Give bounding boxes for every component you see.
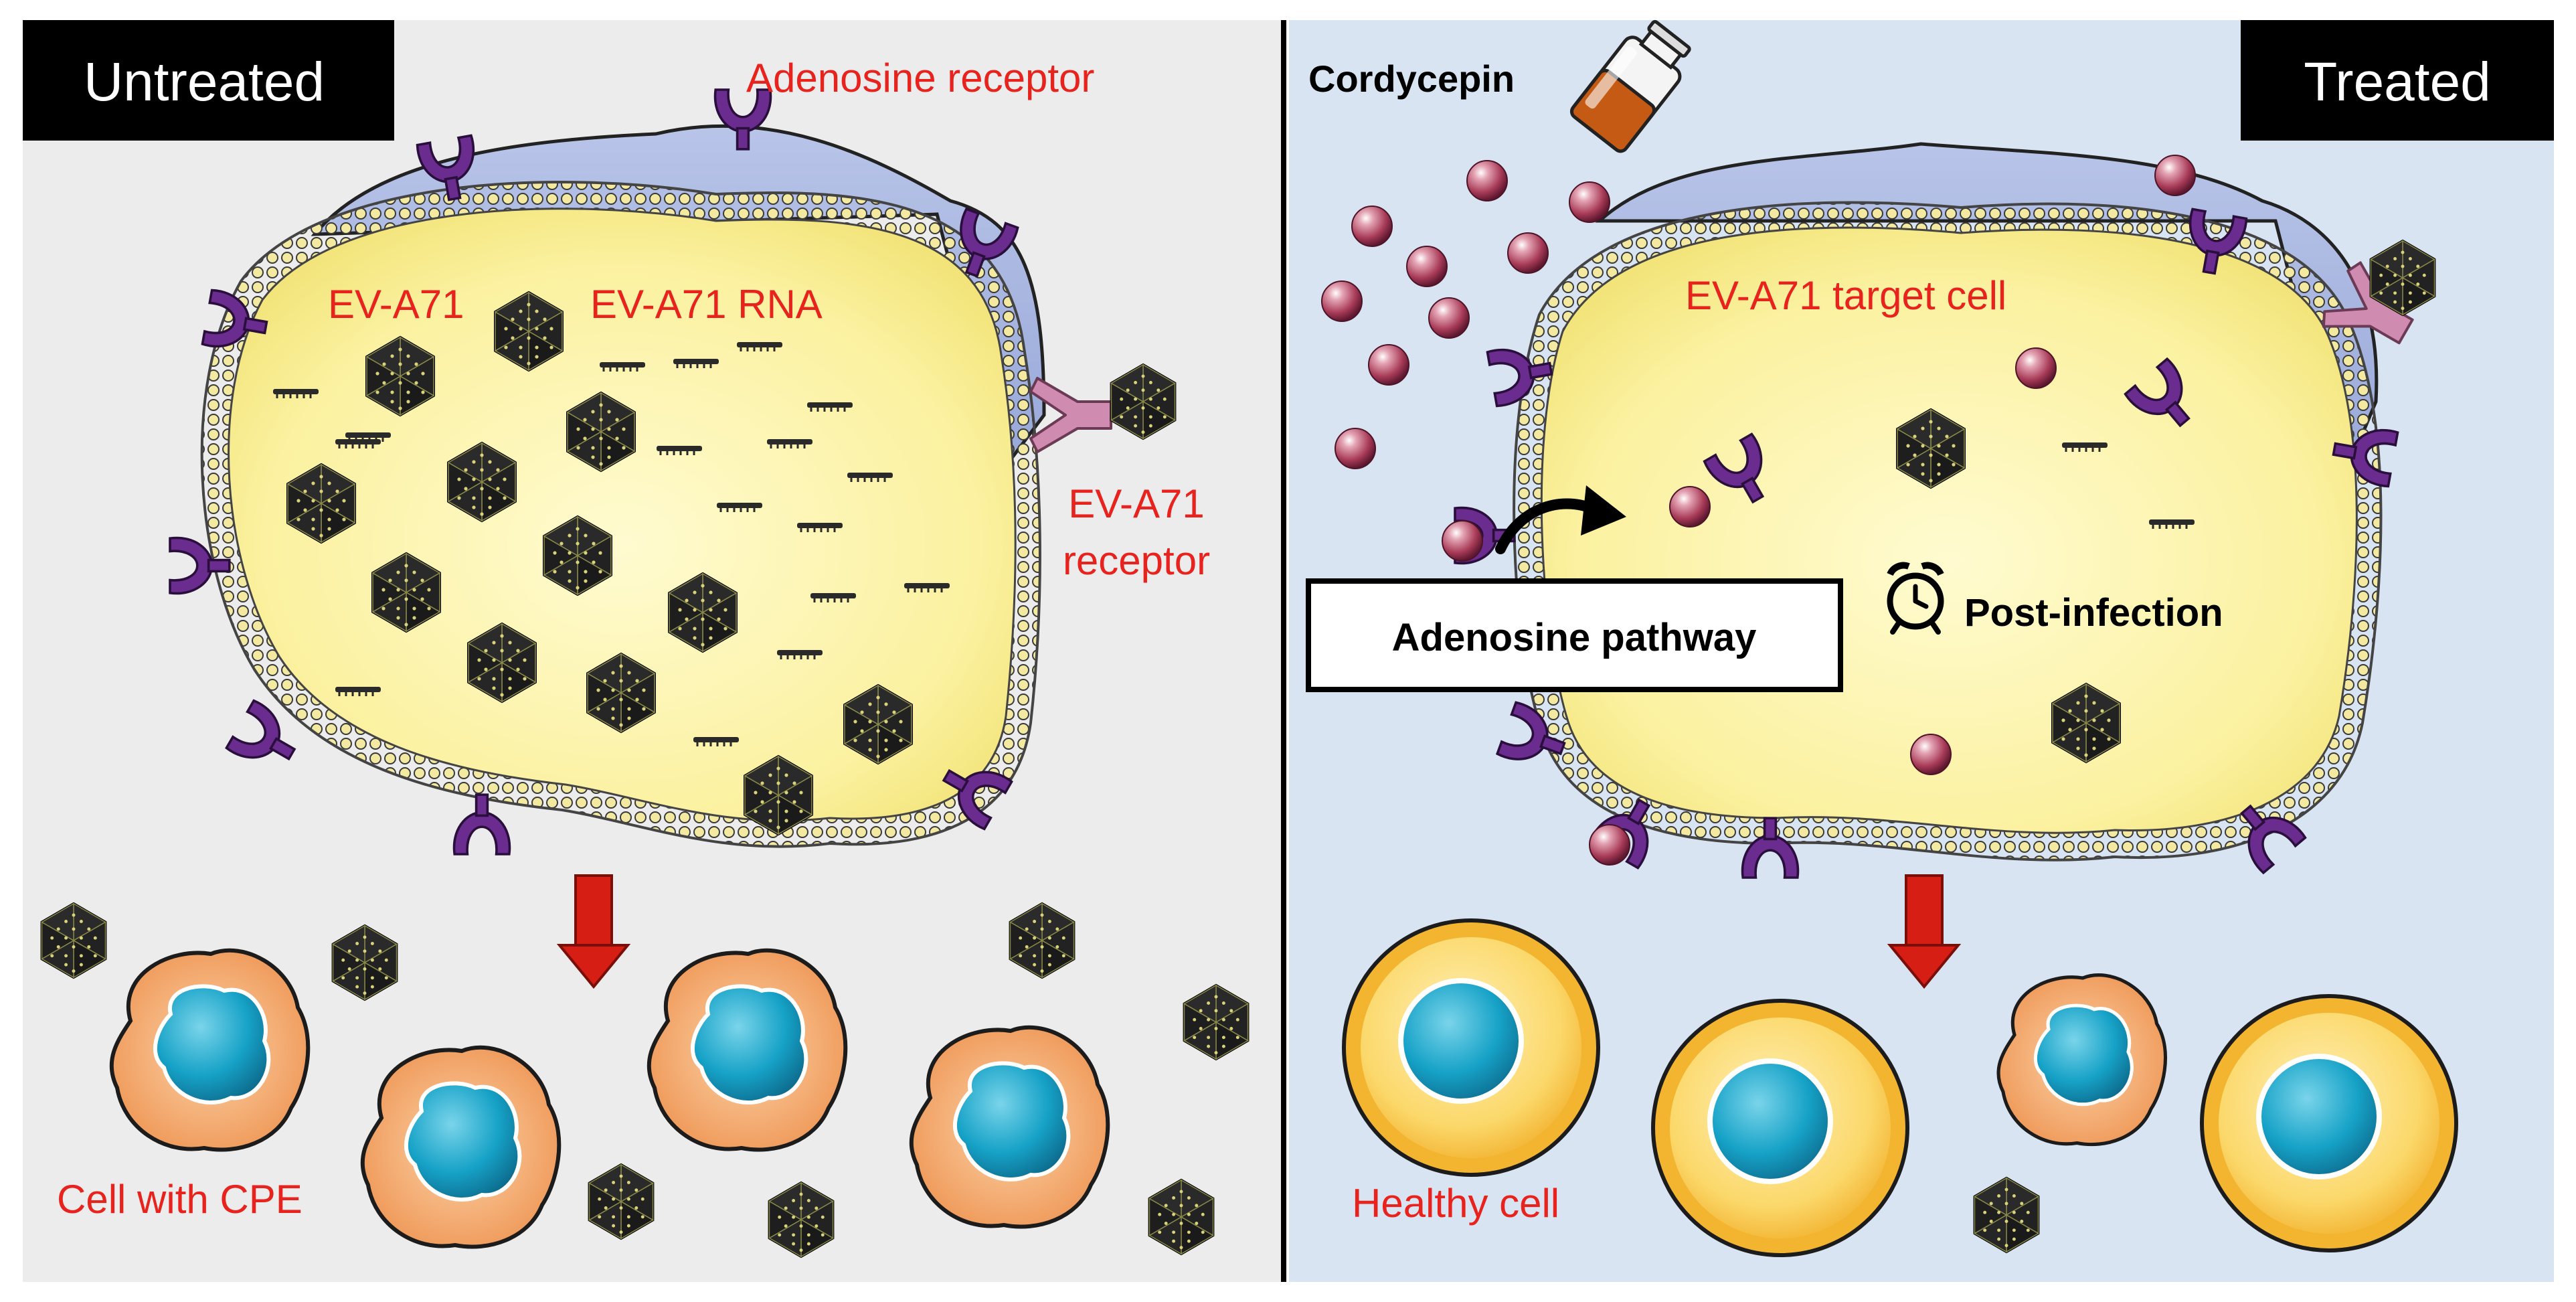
cordycepin-molecule-icon xyxy=(1569,181,1610,223)
cordycepin-molecule-icon xyxy=(1351,206,1393,247)
cordycepin-molecule-icon xyxy=(1406,246,1448,287)
adenosine-receptor-label: Adenosine receptor xyxy=(746,56,1094,100)
cell-with-cpe-label: Cell with CPE xyxy=(57,1177,303,1222)
healthy-cell xyxy=(1653,1001,1907,1255)
ev-a71-rna-label: EV-A71 RNA xyxy=(590,282,823,327)
adenosine-pathway-label: Adenosine pathway xyxy=(1392,616,1757,659)
cordycepin-molecule-icon xyxy=(1910,734,1952,775)
cpe-cell xyxy=(112,951,309,1150)
cordycepin-molecule-icon xyxy=(1669,486,1711,527)
ev-a71-receptor-label-line1: EV-A71 xyxy=(1068,481,1204,526)
ev-a71-label: EV-A71 xyxy=(328,282,464,327)
healthy-cell xyxy=(2202,996,2456,1250)
panel-divider xyxy=(1281,20,1286,1282)
cordycepin-molecule-icon xyxy=(1442,520,1483,562)
cordycepin-molecule-icon xyxy=(2015,347,2057,389)
untreated-tag xyxy=(23,20,394,141)
curved-arrow-icon xyxy=(1495,485,1626,554)
cordycepin-molecule-icon xyxy=(1466,160,1508,201)
adenosine-pathway-box xyxy=(1306,578,1843,692)
cordycepin-molecule-icon xyxy=(1589,824,1630,866)
cordycepin-molecule-icon xyxy=(1335,428,1376,469)
alarm-clock-icon xyxy=(1887,562,1944,635)
cordycepin-vial-icon xyxy=(1569,19,1691,153)
cordycepin-molecule-icon xyxy=(1507,232,1549,274)
target-cell-cytoplasm xyxy=(1540,226,2358,834)
cordycepin-label: Cordycepin xyxy=(1308,58,1515,100)
treated-tag xyxy=(2241,20,2554,141)
untreated-tag-label: Untreated xyxy=(84,52,325,112)
post-infection-label: Post-infection xyxy=(1964,591,2223,635)
cpe-cell xyxy=(649,951,846,1150)
cordycepin-molecule-icon xyxy=(2154,155,2196,196)
cpe-cell xyxy=(363,1048,560,1247)
ev-a71-receptor-label-line2: receptor xyxy=(1063,538,1210,583)
cordycepin-molecule-icon xyxy=(1321,280,1363,322)
cpe-cell xyxy=(1998,975,2166,1145)
down-arrow-icon xyxy=(1887,874,1962,989)
target-cell-label: EV-A71 target cell xyxy=(1685,273,2006,318)
cordycepin-molecule-icon xyxy=(1428,297,1470,339)
treated-tag-label: Treated xyxy=(2304,52,2491,112)
down-arrow-icon xyxy=(556,874,631,989)
healthy-cell xyxy=(1344,920,1598,1175)
cordycepin-molecule-icon xyxy=(1368,344,1409,386)
cpe-cell xyxy=(912,1028,1108,1227)
healthy-cell-label: Healthy cell xyxy=(1352,1181,1559,1226)
